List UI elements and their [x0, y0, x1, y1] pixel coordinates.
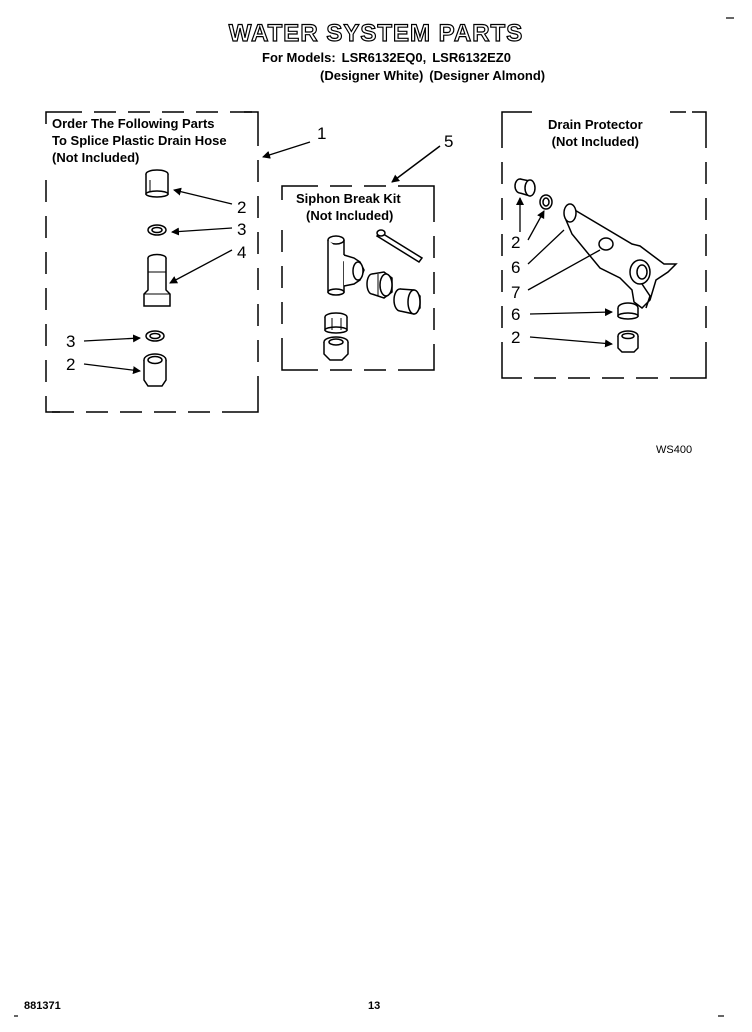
splice-arrows [83, 141, 311, 375]
callout-drain-6a: 6 [511, 258, 521, 277]
callout-drain-7: 7 [511, 283, 521, 302]
siphon-parts [323, 145, 441, 361]
clamp-ring-top-icon [147, 224, 167, 236]
siphon-pin-icon [375, 229, 424, 263]
callout-1: 1 [317, 124, 327, 143]
model-line: For Models: LSR6132EQ0, LSR6132EZ0 [262, 50, 511, 65]
drain-adapter-bottom-icon [617, 330, 639, 353]
callout-splice-2b: 2 [66, 355, 76, 374]
model-color-2: (Designer Almond) [429, 68, 546, 83]
siphon-cap-icon [323, 336, 349, 361]
drain-group-box [501, 111, 707, 379]
clamp-ring-bottom-icon [145, 330, 165, 342]
corner-marks [14, 17, 734, 1017]
siphon-group-label: Siphon Break Kit (Not Included) [296, 190, 401, 224]
callout-5: 5 [444, 132, 454, 151]
hose-connector-icon [143, 253, 171, 307]
siphon-label-line-1: Siphon Break Kit [296, 191, 401, 206]
hose-adapter-top-icon [145, 169, 169, 198]
doc-number: 881371 [24, 1000, 61, 1012]
model-color-1: (Designer White) [320, 68, 424, 83]
splice-parts [143, 169, 171, 387]
callout-splice-2a: 2 [237, 198, 247, 217]
page-title: WATER SYSTEM PARTS [228, 19, 524, 47]
drain-ring-bottom-icon [617, 302, 639, 320]
splice-label-line-1: Order The Following Parts [52, 116, 215, 131]
splice-group-box [45, 111, 259, 413]
model-number-2: LSR6132EZ0 [432, 50, 511, 65]
splice-label-line-3: (Not Included) [52, 150, 140, 165]
drain-ring-top-icon [539, 194, 553, 210]
callout-drain-6b: 6 [511, 305, 521, 324]
callout-splice-3b: 3 [66, 332, 76, 351]
hose-adapter-bottom-icon [143, 353, 167, 387]
siphon-nut-icon [366, 271, 393, 299]
siphon-fitting-icon [393, 288, 421, 315]
siphon-tee-icon [327, 235, 365, 296]
diagram-code: WS400 [656, 444, 693, 456]
models-prefix: For Models: [262, 50, 336, 65]
callout-splice-3a: 3 [237, 220, 247, 239]
drain-protector-body-icon [563, 203, 678, 309]
splice-label-line-2: To Splice Plastic Drain Hose [52, 133, 227, 148]
drain-group-label: Drain Protector (Not Included) [548, 116, 643, 150]
page-number: 13 [368, 1000, 381, 1012]
callout-drain-2b: 2 [511, 328, 521, 347]
splice-group-label: Order The Following Parts To Splice Plas… [52, 115, 227, 166]
callout-splice-4: 4 [237, 243, 247, 262]
siphon-group-box [281, 185, 435, 371]
siphon-label-line-2: (Not Included) [306, 208, 394, 223]
drain-parts [514, 178, 678, 353]
drain-arrows [516, 197, 613, 348]
model-colors-line: (Designer White) (Designer Almond) [320, 68, 545, 83]
callout-drain-2a: 2 [511, 233, 521, 252]
drain-label-line-1: Drain Protector [548, 117, 643, 132]
drain-label-line-2: (Not Included) [551, 134, 640, 149]
siphon-lower-nut-icon [324, 312, 348, 334]
model-number-1: LSR6132EQ0, [341, 50, 427, 65]
drain-adapter-top-icon [514, 178, 536, 197]
